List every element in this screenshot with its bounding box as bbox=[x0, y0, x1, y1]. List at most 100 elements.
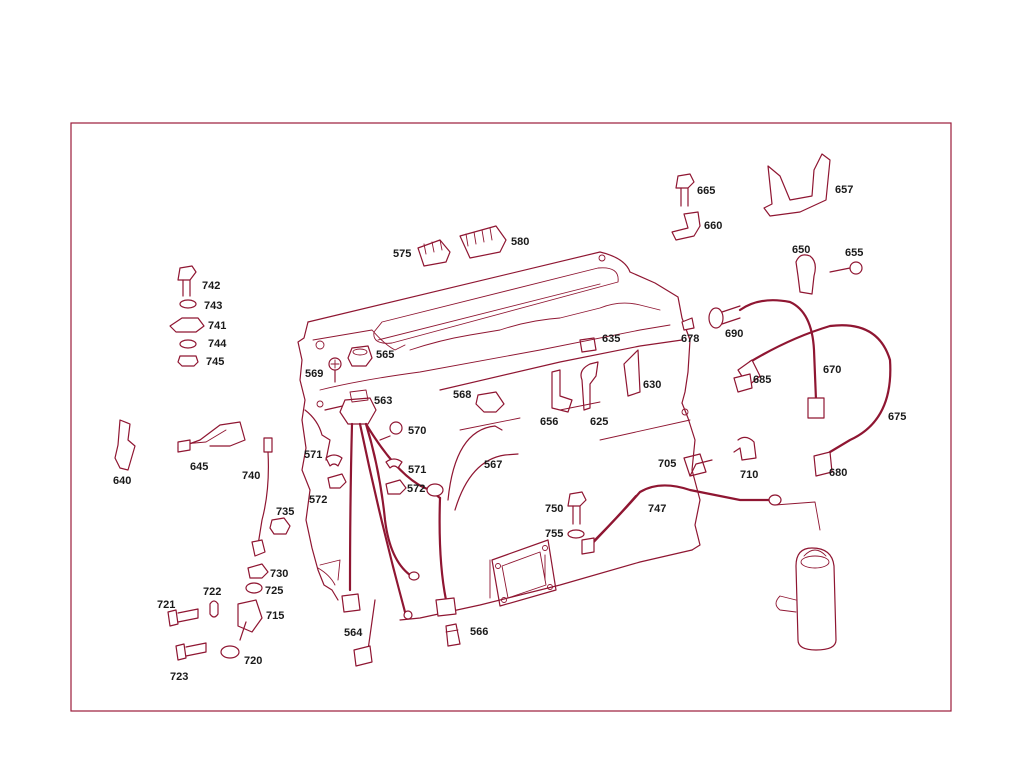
label-567: 567 bbox=[484, 459, 502, 471]
part-656-bracket bbox=[551, 369, 573, 413]
part-565-grommet bbox=[347, 345, 373, 367]
label-660: 660 bbox=[704, 220, 722, 232]
label-640: 640 bbox=[113, 475, 131, 487]
part-571-clip-a bbox=[325, 454, 343, 467]
label-690: 690 bbox=[725, 328, 743, 340]
label-741: 741 bbox=[208, 320, 226, 332]
part-670-675-ignition-leads bbox=[737, 299, 892, 454]
part-690-distributor-cap bbox=[708, 305, 741, 329]
label-755: 755 bbox=[545, 528, 563, 540]
label-575: 575 bbox=[393, 248, 411, 260]
label-685: 685 bbox=[753, 374, 771, 386]
label-563: 563 bbox=[374, 395, 392, 407]
part-563-connector-harness bbox=[339, 389, 442, 620]
label-705: 705 bbox=[658, 458, 676, 470]
part-571-clip-b bbox=[385, 458, 403, 469]
part-741-bracket bbox=[169, 317, 205, 333]
part-566-plug bbox=[445, 623, 461, 647]
part-625-bracket bbox=[580, 361, 599, 411]
part-735-nut bbox=[269, 517, 291, 535]
part-685-boot bbox=[733, 373, 753, 393]
label-645: 645 bbox=[190, 461, 208, 473]
label-565: 565 bbox=[376, 349, 394, 361]
label-569: 569 bbox=[305, 368, 323, 380]
part-630-bracket bbox=[623, 349, 641, 397]
part-580-connector bbox=[459, 225, 507, 259]
label-568: 568 bbox=[453, 389, 471, 401]
part-680-boot bbox=[813, 451, 833, 477]
label-655: 655 bbox=[845, 247, 863, 259]
label-564: 564 bbox=[344, 627, 363, 639]
label-665: 665 bbox=[697, 185, 715, 197]
part-750-bolt bbox=[567, 491, 587, 525]
label-747: 747 bbox=[648, 503, 666, 515]
label-740: 740 bbox=[242, 470, 260, 482]
label-745: 745 bbox=[206, 356, 224, 368]
label-710: 710 bbox=[740, 469, 758, 481]
label-722: 722 bbox=[203, 586, 221, 598]
part-725-washer bbox=[245, 582, 263, 594]
part-labels: 563 564 565 566 567 568 569 570 571 571 … bbox=[113, 184, 906, 683]
label-744: 744 bbox=[208, 338, 227, 350]
label-657: 657 bbox=[835, 184, 853, 196]
label-721: 721 bbox=[157, 599, 175, 611]
part-645-cable-tie bbox=[177, 421, 246, 453]
label-580: 580 bbox=[511, 236, 529, 248]
part-723-bolt bbox=[175, 642, 207, 661]
part-710-clip bbox=[733, 436, 757, 461]
label-742: 742 bbox=[202, 280, 220, 292]
part-572-nut-a bbox=[327, 473, 347, 489]
part-660-bracket bbox=[671, 211, 701, 241]
label-571-a: 571 bbox=[304, 449, 322, 461]
label-675: 675 bbox=[888, 411, 906, 423]
ignition-coil bbox=[775, 547, 837, 651]
label-570: 570 bbox=[408, 425, 426, 437]
label-720: 720 bbox=[244, 655, 262, 667]
part-568-clip bbox=[475, 391, 505, 413]
part-721-bolt bbox=[167, 608, 199, 627]
label-572-a: 572 bbox=[309, 494, 327, 506]
part-569-screw bbox=[328, 357, 342, 383]
label-750: 750 bbox=[545, 503, 563, 515]
label-630: 630 bbox=[643, 379, 661, 391]
label-670: 670 bbox=[823, 364, 841, 376]
part-570-screw bbox=[379, 421, 403, 441]
label-725: 725 bbox=[265, 585, 283, 597]
engine-block bbox=[297, 251, 821, 621]
part-740-sensor-lead bbox=[251, 437, 273, 557]
part-745-nut bbox=[177, 355, 199, 367]
part-640-clip bbox=[114, 419, 136, 471]
part-755-washer bbox=[567, 529, 585, 539]
part-655-screw bbox=[829, 261, 863, 275]
label-571-b: 571 bbox=[408, 464, 426, 476]
part-572-nut-b bbox=[385, 479, 407, 495]
label-572-b: 572 bbox=[407, 483, 425, 495]
part-564-sensor-lead bbox=[341, 593, 376, 667]
part-650-clamp bbox=[795, 254, 816, 295]
part-575-connector bbox=[417, 239, 451, 267]
part-722-spacer bbox=[209, 600, 219, 618]
part-730-nut bbox=[247, 563, 269, 579]
label-656: 656 bbox=[540, 416, 558, 428]
label-715: 715 bbox=[266, 610, 284, 622]
part-635-clip bbox=[579, 337, 597, 353]
label-635: 635 bbox=[602, 333, 620, 345]
label-730: 730 bbox=[270, 568, 288, 580]
part-665-bolt bbox=[675, 173, 695, 207]
part-567-cable bbox=[426, 425, 519, 617]
part-657-bracket bbox=[763, 153, 831, 217]
part-744-washer bbox=[179, 339, 197, 349]
part-747-ground-strap bbox=[581, 484, 782, 555]
label-650: 650 bbox=[792, 244, 810, 256]
part-742-bolt bbox=[177, 265, 197, 297]
diagram-frame bbox=[70, 122, 952, 712]
part-715-sensor bbox=[237, 599, 263, 633]
label-735: 735 bbox=[276, 506, 294, 518]
label-566: 566 bbox=[470, 626, 488, 638]
label-678: 678 bbox=[681, 333, 699, 345]
label-723: 723 bbox=[170, 671, 188, 683]
part-720-ring bbox=[220, 645, 240, 659]
part-715-stem bbox=[239, 621, 247, 641]
part-743-washer bbox=[179, 299, 197, 309]
